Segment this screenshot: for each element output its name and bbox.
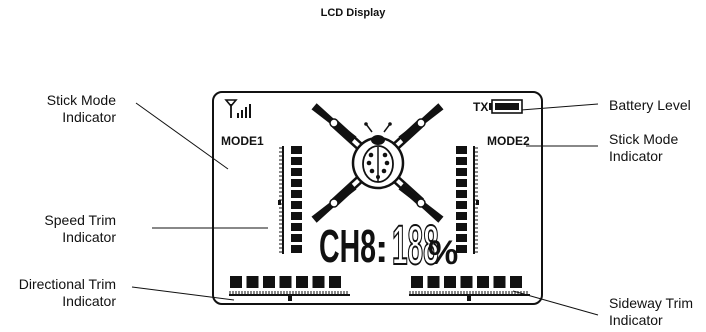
trim-segment (312, 276, 325, 288)
trim-segment (291, 168, 302, 176)
leader-stick-mode-left (135, 102, 229, 170)
diagram-title: LCD Display (320, 7, 386, 19)
leader-lines (131, 102, 599, 316)
trim-segment (510, 276, 522, 288)
percent-value-display: 188 (392, 215, 439, 277)
trim-segment (460, 276, 473, 288)
percent-sign-display: % (428, 234, 458, 272)
trim-segment (456, 234, 467, 242)
trim-segment (291, 157, 302, 165)
trim-segment (279, 276, 292, 288)
label-battery-level: Battery Level (609, 97, 691, 113)
ladybug-icon (362, 122, 394, 183)
trim-segment (291, 190, 302, 198)
trim-segment (493, 276, 506, 288)
label-stick-mode-left: Stick Mode Indicator (46, 92, 116, 125)
trim-segment (456, 201, 467, 209)
colon-display: : (375, 227, 388, 271)
trim-segment (456, 146, 467, 154)
label-stick-mode-right: Stick Mode Indicator (609, 131, 679, 164)
trim-segment (246, 276, 259, 288)
label-speed-trim: Speed Trim Indicator (44, 212, 116, 245)
trim-segment (291, 245, 302, 253)
trim-segment (263, 276, 275, 288)
leader-battery-level (520, 103, 599, 111)
trim-segment (427, 276, 440, 288)
trim-segment (456, 157, 467, 165)
trim-segment (456, 212, 467, 220)
channel-display: CH8 (319, 221, 376, 273)
trim-segment (291, 223, 302, 231)
trim-segment (230, 276, 242, 288)
trim-segment (291, 179, 302, 187)
trim-segment (456, 245, 467, 253)
directional-trim-indicator (229, 276, 350, 301)
trim-segment (291, 201, 302, 209)
trim-segment (444, 276, 456, 288)
mode2-label: MODE2 (487, 134, 530, 148)
trim-segment (456, 179, 467, 187)
trim-segment (456, 190, 467, 198)
label-directional-trim: Directional Trim Indicator (18, 276, 116, 309)
trim-segment (291, 212, 302, 220)
trim-segment (291, 234, 302, 242)
right-vertical-trim-indicator (456, 146, 479, 254)
trim-segment (291, 146, 302, 154)
leader-directional-trim (131, 286, 235, 301)
tx-label: TX (473, 100, 488, 114)
sideway-trim-indicator (409, 276, 530, 301)
lcd-screen-frame (212, 91, 543, 305)
trim-segment (296, 276, 308, 288)
trim-segment (477, 276, 489, 288)
trim-segment (329, 276, 341, 288)
label-sideway-trim: Sideway Trim Indicator (609, 295, 694, 328)
trim-segment (411, 276, 423, 288)
trim-segment (456, 223, 467, 231)
mode1-label: MODE1 (221, 134, 264, 148)
speed-trim-indicator (278, 146, 302, 254)
antenna-signal-icon (224, 99, 251, 118)
trim-segment (456, 168, 467, 176)
battery-icon (489, 99, 523, 114)
